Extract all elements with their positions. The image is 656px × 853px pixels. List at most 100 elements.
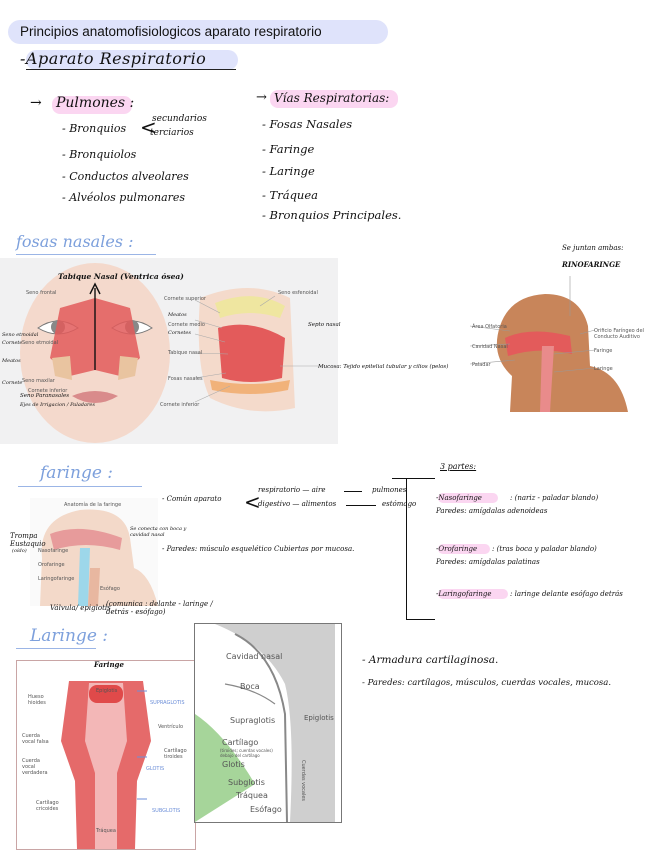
- sagittal-palate: [210, 380, 290, 394]
- image-label: Seno etmoidal: [22, 340, 59, 346]
- image-label: Orofaringe: [38, 562, 65, 568]
- pharynx-passage: [540, 346, 554, 412]
- section-inner: [224, 683, 276, 705]
- image-label: debajo del cartílago: [220, 753, 260, 758]
- heading-underline: [26, 69, 236, 70]
- tres-partes: 3 partes:: [440, 462, 477, 471]
- part-desc: : (nariz - paladar blando): [510, 494, 599, 502]
- pulmones-item: - Alvéolos pulmonares: [62, 191, 186, 204]
- image-label: Paladar: [472, 362, 491, 368]
- image-note: Seno Paranasales: [20, 393, 70, 399]
- pulmones-item: - Bronquios: [62, 122, 127, 135]
- image-title: Anatomía de la faringe: [64, 502, 122, 508]
- image-label: Cavidad nasal: [226, 652, 283, 661]
- faringe-note: (comunica : delante - laringe / detrás -…: [106, 600, 213, 616]
- bronquios-sub: secundarios: [152, 114, 207, 124]
- image-note: Seno etmoidal: [2, 332, 39, 338]
- image-label: Laringofaringe: [38, 576, 75, 582]
- image-label: Seno frontal: [26, 290, 57, 296]
- fosas-heading: fosas nasales :: [16, 232, 134, 251]
- image-label: Tráquea: [96, 828, 116, 834]
- faringe-image: [30, 498, 158, 606]
- part-name: -Nasofaringe: [436, 494, 482, 502]
- sagittal-cavity: [218, 324, 285, 382]
- image-label: Cuerdas vocales: [300, 760, 306, 802]
- image-label: Cornete medio: [168, 322, 205, 328]
- sinus-right: [118, 356, 138, 380]
- estomago-text: estómago: [382, 500, 417, 508]
- section-heading-highlight: [26, 50, 238, 70]
- section-background: [195, 714, 255, 822]
- faringe-esophagus: [88, 568, 100, 606]
- nasal-anatomy-illustration: [20, 263, 325, 443]
- mucosa-note: Mucosa: Tejido epitelial tubular y cilio…: [318, 364, 449, 370]
- vias-item: - Laringe: [262, 164, 315, 178]
- lips: [72, 391, 118, 403]
- image-label: Cornete inferior: [28, 388, 68, 394]
- pulmones-label: Pulmones :: [56, 95, 135, 111]
- faringe-label: Faringe: [94, 660, 124, 669]
- faringe-heading-underline: [18, 486, 142, 487]
- image-label: Cornete superior: [164, 296, 206, 302]
- laringe-paredes-text: - Paredes: cartílagos, músculos, cuerdas…: [362, 678, 612, 688]
- rinofaringe-note: RINOFARINGE: [562, 260, 621, 269]
- image-label: Cartílago tiroides: [164, 748, 187, 760]
- pulmones-arrow: →: [30, 95, 42, 111]
- larynx-inner: [85, 683, 127, 849]
- epiglottis: [89, 685, 123, 703]
- image-label: Tabique nasal: [168, 350, 203, 356]
- fosas-heading-underline: [16, 254, 156, 255]
- sagittal-bone: [215, 296, 285, 318]
- image-label: Cornete inferior: [160, 402, 200, 408]
- image-label: Faringe: [594, 348, 613, 354]
- image-label: Supraglotis: [230, 716, 276, 725]
- image-label: Área Olfatoria: [472, 324, 507, 330]
- pulmones-highlight: [52, 96, 132, 114]
- image-label: Hueso hioides: [28, 694, 46, 706]
- image-label: Cuerda vocal falsa: [22, 733, 49, 745]
- image-label: Boca: [240, 682, 260, 691]
- pulmones-item: - Conductos alveolares: [62, 170, 189, 183]
- image-label: Cartílago: [222, 738, 259, 747]
- faringe-bracket-stem: [392, 478, 406, 479]
- part-highlight: [438, 544, 490, 554]
- laringe-heading-underline: [16, 648, 96, 649]
- image-label: Epiglotis: [96, 688, 118, 694]
- section-heading: -Aparato Respiratorio: [20, 49, 207, 68]
- vias-item: - Fosas Nasales: [262, 117, 353, 131]
- image-note: Ejes de Irrigacion / Paladares: [20, 402, 95, 408]
- vias-arrow: →: [256, 90, 267, 105]
- faringe-cavity: [50, 528, 122, 550]
- faringe-bracket: [406, 478, 435, 620]
- image-label: Cuerda vocal verdadera: [22, 758, 48, 776]
- image-label: Seno esfenoidal: [278, 290, 318, 296]
- image-label: Subglotis: [228, 778, 265, 787]
- bronquios-sub: terciarios: [150, 128, 194, 138]
- vias-label: Vías Respiratorias:: [274, 91, 390, 105]
- part-highlight: [438, 493, 498, 503]
- image-label: GLOTIS: [146, 766, 165, 772]
- laringe-heading: Laringe :: [30, 626, 109, 646]
- part-name: -Laringofaringe: [436, 590, 492, 598]
- image-label: SUBGLOTIS: [152, 808, 181, 814]
- connector-line: [346, 505, 376, 506]
- image-label: (tiroides; cuerdas vocales): [220, 748, 273, 753]
- respiratorio-text: respiratorio — aire: [258, 486, 326, 494]
- image-label: Laringe: [594, 366, 613, 372]
- faringe-passage: [78, 548, 90, 606]
- vias-item: - Bronquios Principales.: [262, 208, 402, 222]
- sagittal-leader-lines: [194, 295, 325, 403]
- image-label: Esófago: [100, 586, 120, 592]
- vias-item: - Faringe: [262, 142, 315, 156]
- part-highlight: [438, 589, 508, 599]
- image-label: Orificio Faríngeo del Conducto Auditivo: [594, 328, 644, 340]
- part-desc: : laringe delante esófago detrás: [510, 590, 623, 598]
- larynx-section-diagram: [194, 623, 342, 823]
- bronquios-brace: <: [140, 115, 157, 139]
- paredes-text: - Paredes: músculo esquelético Cubiertas…: [162, 545, 355, 553]
- armadura-text: - Armadura cartilaginosa.: [362, 654, 499, 666]
- faringe-note: Se conecta con boca y cavidad nasal: [130, 526, 187, 538]
- faringe-head: [40, 509, 158, 606]
- se-juntan-note: Se juntan ambas:: [562, 244, 624, 252]
- pulmones-text: pulmones: [372, 486, 407, 494]
